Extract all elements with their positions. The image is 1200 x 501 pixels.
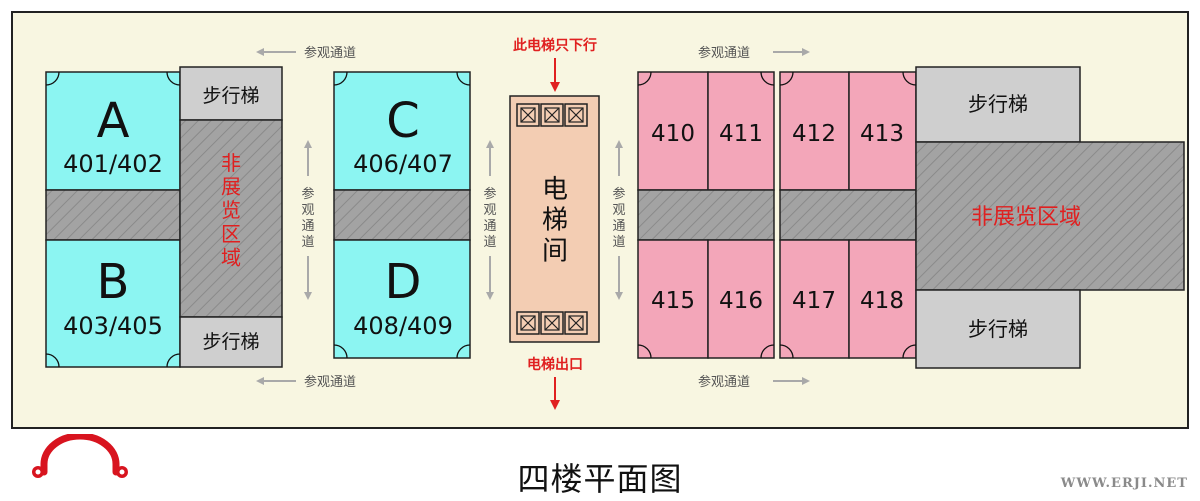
stairs-top-left (179, 66, 283, 121)
booth-group-ab: A 401/402 B 403/405 步行梯 步行梯 非展览区域 (45, 66, 283, 368)
non-exhibit-label: 非展览区域 (971, 205, 1081, 230)
elevator-room[interactable] (509, 95, 600, 343)
elevator-car-icon (564, 311, 588, 335)
room-413[interactable] (848, 71, 917, 191)
booth-d-number: 408/409 (353, 312, 453, 340)
door-swing-icon (902, 344, 917, 359)
booth-a[interactable] (45, 71, 181, 191)
corridor-label: 参观通道 (698, 45, 750, 61)
elevator-car-icon (540, 103, 564, 127)
elevator-cars-top (516, 103, 588, 127)
room-number: 412 (792, 121, 836, 147)
door-swing-icon (637, 344, 652, 359)
corridor-hatch-412-413 (779, 189, 917, 241)
door-swing-icon (45, 71, 60, 86)
stairs-label: 步行梯 (968, 317, 1028, 341)
booth-group-cd: C 406/407 D 408/409 (333, 71, 471, 359)
corridor-hatch-410-411 (637, 189, 775, 241)
door-swing-icon (637, 71, 652, 86)
door-swing-icon (456, 71, 471, 86)
room-number: 416 (719, 288, 763, 314)
elevator-car-icon (564, 103, 588, 127)
booth-a-letter: A (97, 93, 130, 149)
corridor-label: 参观通道 (301, 186, 314, 250)
room-415[interactable] (637, 239, 709, 359)
corridor-hatch-ab (45, 189, 181, 241)
booth-c-letter: C (386, 93, 420, 149)
door-swing-icon (779, 344, 794, 359)
stairs-bottom-right (915, 289, 1081, 369)
door-swing-icon (760, 71, 775, 86)
door-swings (45, 71, 917, 368)
room-416[interactable] (707, 239, 775, 359)
stairs-label: 步行梯 (202, 331, 259, 353)
booth-a-number: 401/402 (63, 150, 163, 178)
stairs-label: 步行梯 (202, 85, 259, 107)
stairs-label: 步行梯 (968, 92, 1028, 116)
door-swing-icon (760, 344, 775, 359)
room-number: 413 (860, 121, 904, 147)
elevator-car-icon (516, 311, 540, 335)
booth-d[interactable] (333, 239, 471, 359)
door-swing-icon (166, 353, 181, 368)
right-block: 步行梯 步行梯 非展览区域 (915, 66, 1185, 369)
booth-c-number: 406/407 (353, 150, 453, 178)
corridor-label: 参观通道 (612, 186, 625, 250)
corridor-label: 参观通道 (304, 45, 356, 61)
door-swing-icon (902, 71, 917, 86)
room-number: 410 (651, 121, 695, 147)
room-417[interactable] (779, 239, 850, 359)
corridor-label: 参观通道 (304, 374, 356, 390)
elevator-down-only-label: 此电梯只下行 (513, 37, 597, 54)
door-swing-icon (166, 71, 181, 86)
booth-b[interactable] (45, 239, 181, 368)
non-exhibit-zone-left (179, 119, 283, 318)
door-swing-icon (45, 353, 60, 368)
elevator-car-icon (540, 311, 564, 335)
door-swing-icon (779, 71, 794, 86)
stairs-bottom-left (179, 316, 283, 368)
elevator-room-label: 电梯间 (542, 175, 568, 266)
room-number: 411 (719, 121, 763, 147)
room-412[interactable] (779, 71, 850, 191)
room-411[interactable] (707, 71, 775, 191)
stairs-top-right (915, 66, 1081, 143)
headphone-logo-icon (32, 434, 128, 478)
non-exhibit-label-vertical: 非展览区域 (221, 151, 241, 269)
elevator-car-icon (516, 103, 540, 127)
booth-b-number: 403/405 (63, 312, 163, 340)
booth-d-letter: D (385, 254, 422, 310)
door-swing-icon (333, 344, 348, 359)
booth-b-letter: B (97, 254, 130, 310)
room-number: 417 (792, 288, 836, 314)
corridor-label: 参观通道 (698, 374, 750, 390)
corridor-hatch-cd (333, 189, 471, 241)
non-exhibit-zone-right (915, 141, 1185, 291)
door-swing-icon (333, 71, 348, 86)
elevator-exit-label: 电梯出口 (527, 356, 583, 373)
page-title: 四楼平面图 (517, 460, 683, 498)
elevator-block: 电梯间 此电梯只下行 电梯出口 (509, 37, 600, 410)
door-swing-icon (456, 344, 471, 359)
corridor-label: 参观通道 (483, 186, 496, 250)
room-number: 415 (651, 288, 695, 314)
room-group: 410 411 412 413 415 416 417 418 (637, 71, 917, 359)
room-number: 418 (860, 288, 904, 314)
elevator-cars-bottom (516, 311, 588, 335)
site-watermark: WWW.ERJI.NET (1060, 476, 1188, 491)
